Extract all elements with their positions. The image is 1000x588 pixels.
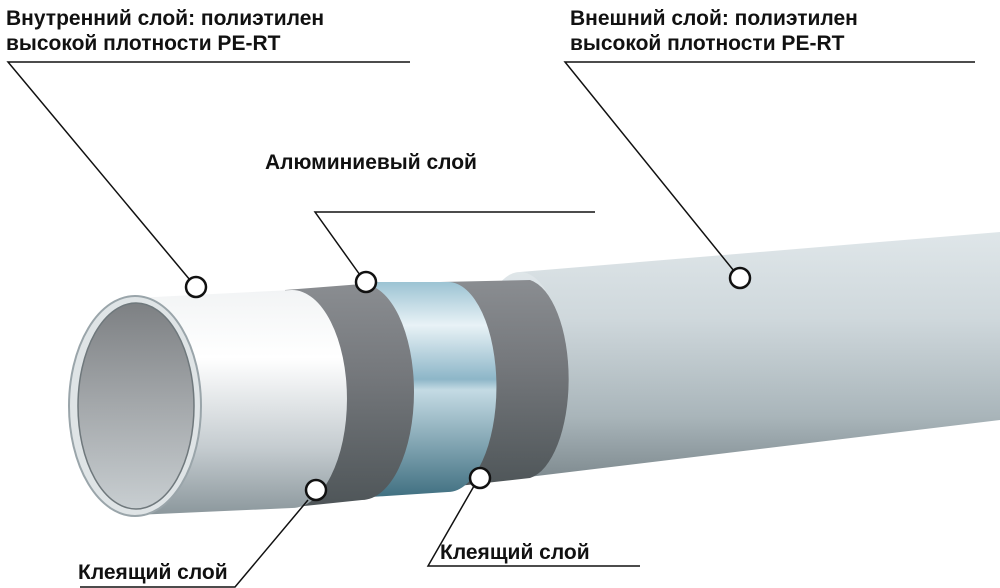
label-aluminium-layer: Алюминиевый слой	[265, 151, 477, 174]
marker-inner-layer	[184, 275, 208, 299]
outer-layer	[520, 232, 1000, 478]
label-adhesive-layer-2: Клеящий слой	[440, 541, 590, 564]
marker-adhesive-layer-1	[304, 478, 328, 502]
label-line: Внешний слой: полиэтилен	[570, 7, 858, 30]
label-adhesive-layer-1: Клеящий слой	[78, 561, 228, 584]
callout-lines	[6, 61, 975, 588]
label-line: Внутренний слой: полиэтилен	[6, 7, 325, 30]
label-line: высокой плотности PE-RT	[570, 32, 845, 55]
label-inner-layer: Внутренний слой: полиэтилен высокой плот…	[6, 6, 324, 56]
marker-aluminium-layer	[354, 270, 378, 294]
pipe-bore	[77, 302, 195, 510]
label-line: высокой плотности PE-RT	[6, 32, 281, 55]
marker-outer-layer	[728, 266, 752, 290]
marker-adhesive-layer-2	[468, 466, 492, 490]
label-outer-layer: Внешний слой: полиэтилен высокой плотнос…	[570, 6, 858, 56]
